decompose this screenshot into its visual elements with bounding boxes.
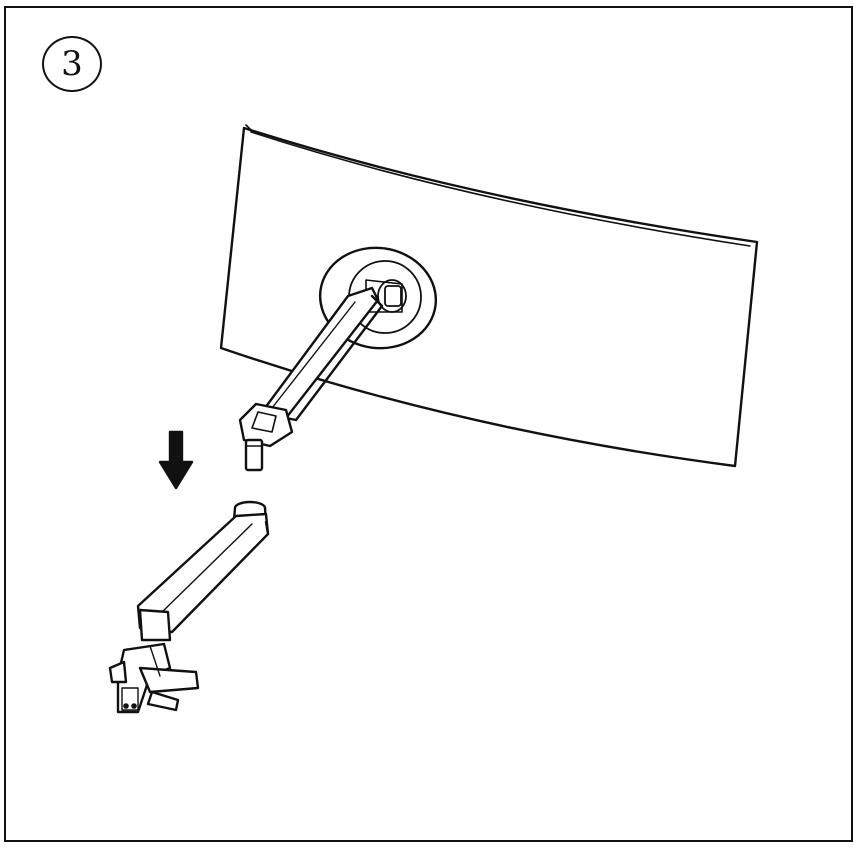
monitor-arm-upper-icon <box>238 246 438 472</box>
step-number-badge: 3 <box>42 36 102 92</box>
step-number: 3 <box>61 44 83 84</box>
curved-monitor-icon <box>219 124 759 468</box>
down-arrow-icon <box>158 430 194 490</box>
monitor-arm-lower-icon <box>108 500 270 714</box>
